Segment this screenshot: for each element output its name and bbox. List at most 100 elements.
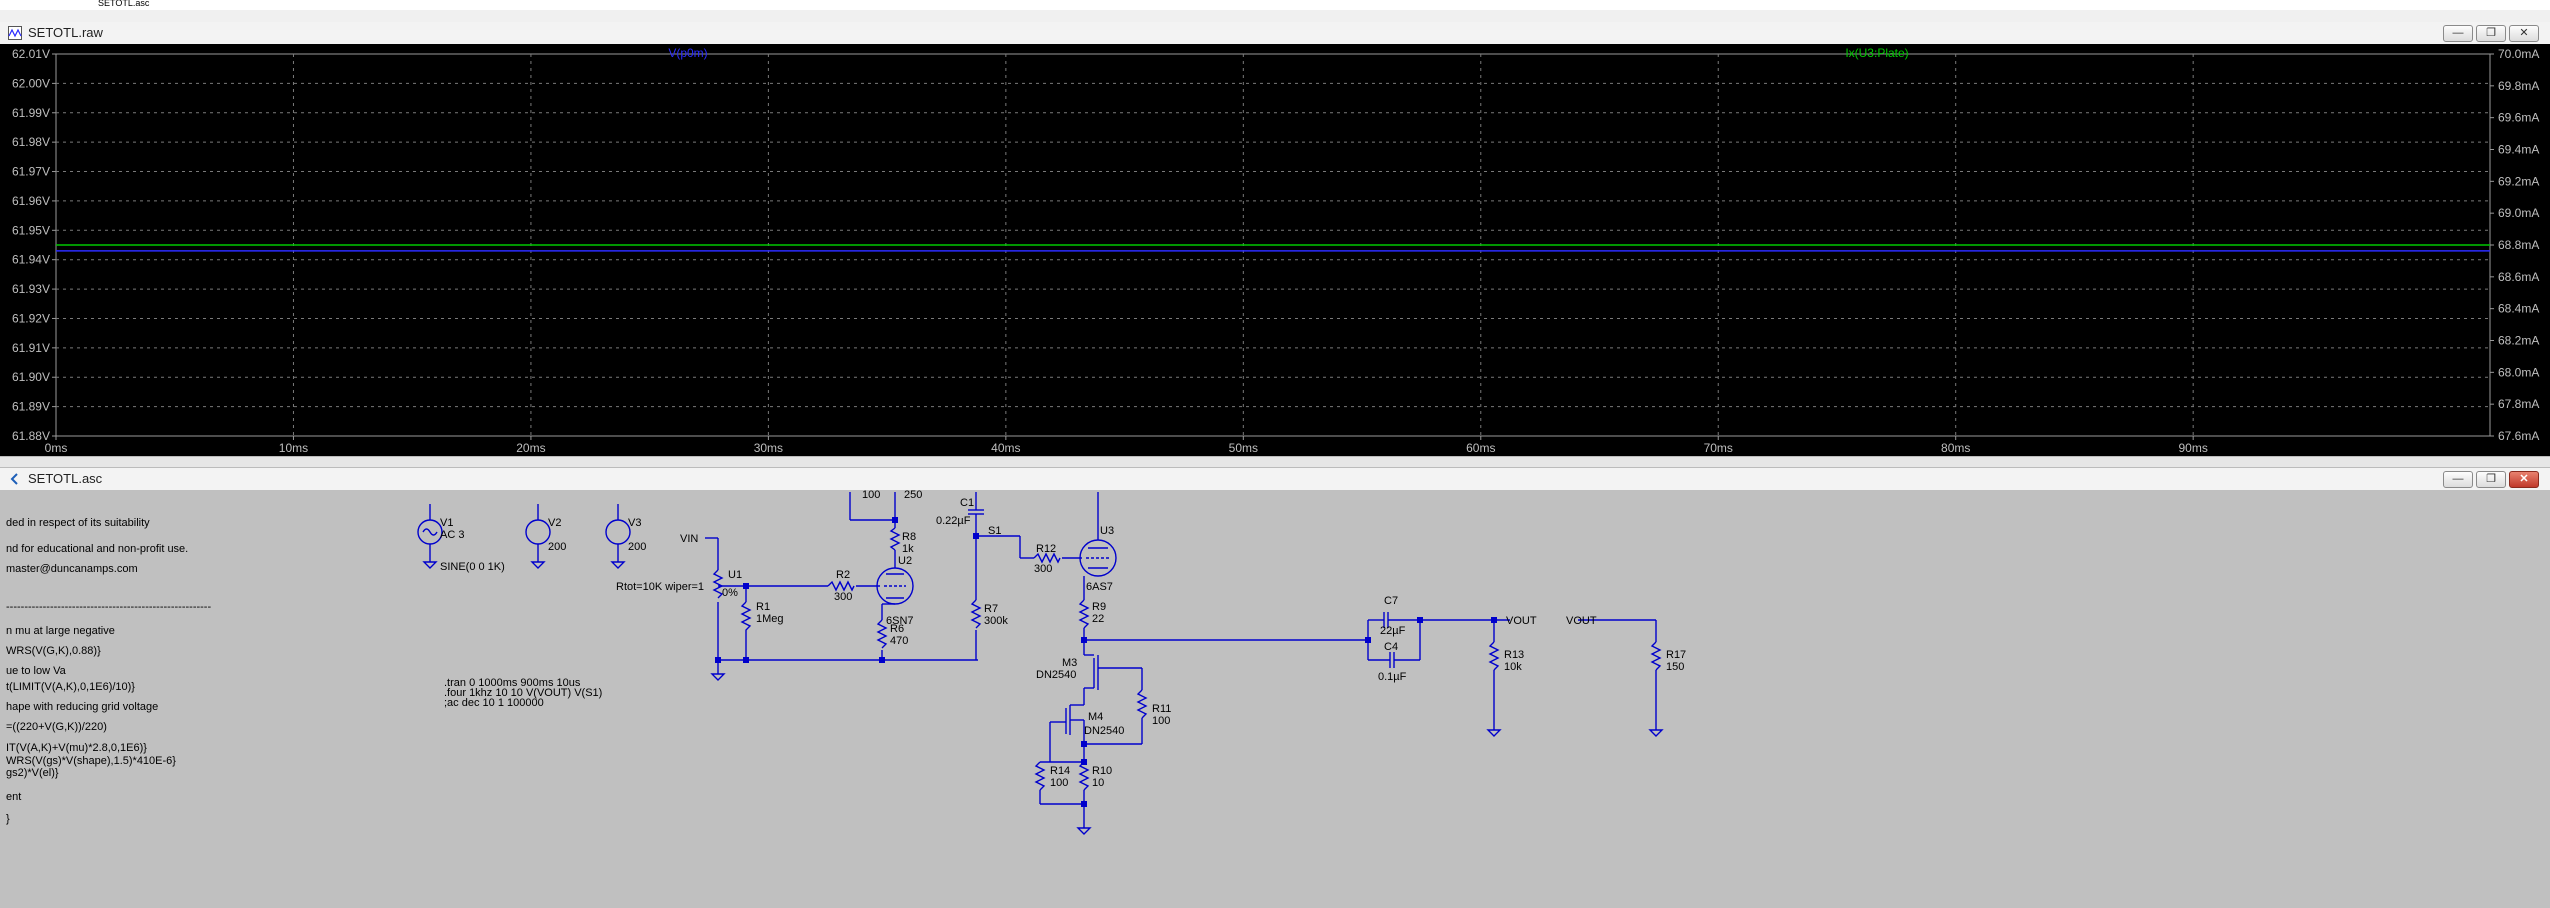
r12-ref: R12 <box>1036 543 1056 555</box>
r1-ref: R1 <box>756 601 770 613</box>
minimize-button[interactable]: — <box>2443 471 2473 488</box>
taskbar-tab[interactable]: SETOTL.asc <box>98 0 150 6</box>
restore-button[interactable]: ❐ <box>2476 471 2506 488</box>
pane-divider[interactable] <box>0 456 2550 468</box>
r10-value: 10 <box>1092 777 1104 789</box>
comment-line: } <box>6 813 10 825</box>
y-right-tick-label: 69.0mA <box>2498 206 2539 220</box>
comment-line: ded in respect of its suitability <box>6 517 150 529</box>
comment-line: ----------------------------------------… <box>6 601 211 613</box>
schematic-drawing[interactable]: ded in respect of its suitability nd for… <box>0 490 2550 908</box>
comment-line: t(LIMIT(V(A,K),0,1E6)/10)} <box>6 681 135 693</box>
vin-label: VIN <box>680 533 698 545</box>
r8-value: 1k <box>902 543 914 555</box>
waveform-title: SETOTL.raw <box>28 25 103 40</box>
legend-label[interactable]: Ix(U3:Plate) <box>1845 46 1908 60</box>
comment-line: nd for educational and non-profit use. <box>6 543 188 555</box>
y-right-tick-label: 67.6mA <box>2498 429 2539 443</box>
y-left-tick-label: 61.97V <box>12 165 50 179</box>
c1-value: 0.22µF <box>936 515 971 527</box>
r13-value: 10k <box>1504 661 1522 673</box>
r12-value: 300 <box>1034 563 1052 575</box>
comment-line: IT(V(A,K)+V(mu)*2.8,0,1E6)} <box>6 742 147 754</box>
r14-ref: R14 <box>1050 765 1070 777</box>
x-tick-label: 20ms <box>516 441 545 455</box>
y-right-tick-label: 68.0mA <box>2498 365 2539 379</box>
restore-icon: ❐ <box>2486 27 2496 39</box>
x-tick-label: 60ms <box>1466 441 1495 455</box>
y-right-tick-label: 69.8mA <box>2498 79 2539 93</box>
minimize-button[interactable]: — <box>2443 25 2473 42</box>
y-left-tick-label: 61.95V <box>12 223 50 237</box>
y-right-tick-label: 69.6mA <box>2498 111 2539 125</box>
schematic-window: SETOTL.asc — ❐ ✕ ded in respect of its s… <box>0 468 2550 908</box>
comment-line: master@duncanamps.com <box>6 563 138 575</box>
legend-label[interactable]: V(p0m) <box>668 46 707 60</box>
y-right-tick-label: 67.8mA <box>2498 397 2539 411</box>
close-button[interactable]: ✕ <box>2509 471 2539 488</box>
schematic-icon <box>10 473 18 485</box>
waveform-titlebar[interactable]: SETOTL.raw — ❐ ✕ <box>0 22 2550 45</box>
r2-value: 300 <box>834 591 852 603</box>
x-tick-label: 50ms <box>1229 441 1258 455</box>
m4-ref: M4 <box>1088 711 1103 723</box>
u2-value: 6SN7 <box>886 615 914 627</box>
y-left-tick-label: 61.88V <box>12 429 50 443</box>
r1-value: 1Meg <box>756 613 784 625</box>
r9-ref: R9 <box>1092 601 1106 613</box>
r10-ref: R10 <box>1092 765 1112 777</box>
legend: V(p0m) Ix(U3:Plate) <box>668 46 1908 60</box>
schematic-canvas[interactable]: ded in respect of its suitability nd for… <box>0 490 2550 908</box>
v1-ref: V1 <box>440 517 453 529</box>
close-button[interactable]: ✕ <box>2509 25 2539 42</box>
restore-icon: ❐ <box>2486 473 2496 485</box>
y-right-tick-label: 69.4mA <box>2498 143 2539 157</box>
comment-line: WRS(V(gs)*V(shape),1.5)*410E-6} <box>6 755 176 767</box>
close-icon: ✕ <box>2519 473 2529 485</box>
y-right-tick-label: 68.8mA <box>2498 238 2539 252</box>
r11-value: 100 <box>1152 715 1170 727</box>
u1-param: Rtot=10K wiper=1 <box>616 581 704 593</box>
comment-line: =((220+V(G,K))/220) <box>6 721 107 733</box>
taskbar-strip: SETOTL.asc <box>0 0 2550 10</box>
c1-ref: C1 <box>960 497 974 509</box>
component-labels: V1 AC 3 SINE(0 0 1K) V2 200 V3 200 VIN U… <box>440 490 1686 789</box>
minimize-icon: — <box>2452 27 2464 39</box>
comment-line: hape with reducing grid voltage <box>6 701 158 713</box>
comment-block: ded in respect of its suitability nd for… <box>6 517 211 825</box>
y-left-tick-label: 61.90V <box>12 370 50 384</box>
waveform-chart[interactable]: 62.01V62.00V61.99V61.98V61.97V61.96V61.9… <box>0 44 2550 456</box>
v1-value: AC 3 <box>440 529 464 541</box>
schematic-titlebar[interactable]: SETOTL.asc — ❐ ✕ <box>0 468 2550 491</box>
s1-label: S1 <box>988 525 1001 537</box>
r14-value: 100 <box>1050 777 1068 789</box>
r17-ref: R17 <box>1666 649 1686 661</box>
v1-extra: SINE(0 0 1K) <box>440 561 505 573</box>
traces <box>56 244 2490 252</box>
v2-value: 200 <box>548 541 566 553</box>
x-tick-label: 70ms <box>1704 441 1733 455</box>
restore-button[interactable]: ❐ <box>2476 25 2506 42</box>
x-tick-label: 10ms <box>279 441 308 455</box>
y-left-tick-label: 61.99V <box>12 106 50 120</box>
c4-value: 0.1µF <box>1378 671 1407 683</box>
u1-ref: U1 <box>728 569 742 581</box>
x-tick-label: 40ms <box>991 441 1020 455</box>
r7-ref: R7 <box>984 603 998 615</box>
x-tick-label: 90ms <box>2178 441 2207 455</box>
y-left-tick-label: 62.00V <box>12 76 50 90</box>
y-right-tick-label: 68.2mA <box>2498 334 2539 348</box>
y-right-tick-label: 69.2mA <box>2498 174 2539 188</box>
u3-ref: U3 <box>1100 525 1114 537</box>
r11-ref: R11 <box>1152 703 1171 715</box>
v2-ref: V2 <box>548 517 561 529</box>
y-right-tick-label: 68.4mA <box>2498 302 2539 316</box>
m4-value: DN2540 <box>1084 725 1124 737</box>
comment-line: gs2)*V(el)} <box>6 767 59 779</box>
vout-label: VOUT <box>1506 615 1537 627</box>
c4-ref: C4 <box>1384 641 1398 653</box>
r17-value: 150 <box>1666 661 1684 673</box>
